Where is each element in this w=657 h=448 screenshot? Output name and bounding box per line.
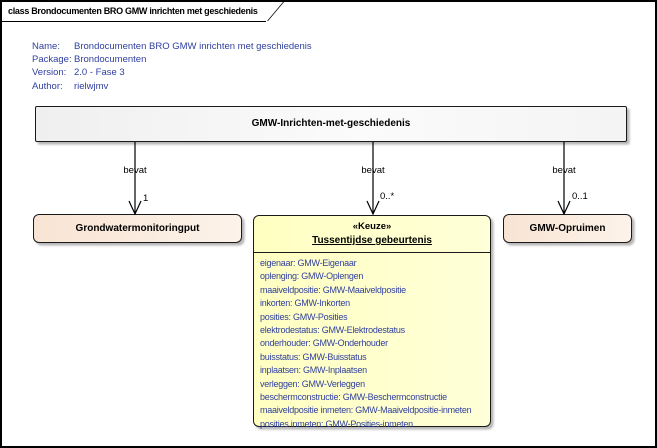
attribute-item: eigenaar: GMW-Eigenaar — [260, 258, 357, 268]
attribute-item: oplenging: GMW-Oplengen — [260, 271, 364, 282]
attribute-item: beschermconstructie: GMW-Beschermconstru… — [260, 391, 447, 402]
connector-multiplicity: 1 — [143, 193, 149, 204]
connector-label: bevat — [552, 165, 576, 176]
attribute-item: maaiveldpositie: GMW-Maaiveldpositie — [260, 284, 406, 295]
diagram-tab-title: class Brondocumenten BRO GMW inrichten m… — [8, 6, 258, 16]
class-box-gmw-inrichten-met-geschiedenis[interactable]: GMW-Inrichten-met-geschiedenis — [35, 106, 627, 142]
connector-multiplicity: 0..* — [380, 191, 395, 202]
attribute-item: inkorten: GMW-Inkorten — [260, 298, 350, 309]
metadata-row-author: Author: rielwjmv — [32, 80, 312, 93]
connector-bevat-right — [557, 142, 571, 216]
class-box-grondwatermonitoringput[interactable]: Grondwatermonitoringput — [33, 214, 242, 243]
connector-multiplicity: 0..1 — [572, 191, 588, 202]
attribute-list: eigenaar: GMW-Eigenaar oplenging: GMW-Op… — [254, 253, 490, 431]
attribute-item: maaiveldpositie inmeten: GMW-Maaiveldpos… — [260, 405, 472, 416]
class-stereotype: «Keuze» — [352, 221, 392, 232]
attribute-item: posities: GMW-Posities — [260, 311, 348, 322]
class-box-title: GMW-Inrichten-met-geschiedenis — [251, 118, 411, 129]
metadata-label: Package: — [32, 54, 72, 66]
metadata-value: Brondocumenten — [74, 54, 147, 66]
metadata-value: Brondocumenten BRO GMW inrichten met ges… — [74, 41, 312, 52]
metadata-label: Name: — [32, 41, 60, 52]
metadata-label: Author: — [32, 80, 63, 92]
attribute-item: onderhouder: GMW-Onderhouder — [260, 338, 388, 349]
attribute-item: verleggen: GMW-Verleggen — [260, 378, 365, 389]
diagram-metadata: Name: Brondocumenten BRO GMW inrichten m… — [32, 40, 312, 93]
connector-bevat-left — [128, 142, 142, 216]
metadata-row-package: Package: Brondocumenten — [32, 53, 312, 66]
metadata-row-name: Name: Brondocumenten BRO GMW inrichten m… — [32, 40, 312, 53]
class-box-gmw-opruimen[interactable]: GMW-Opruimen — [503, 214, 632, 243]
attribute-item: inplaatsen: GMW-Inplaatsen — [260, 365, 367, 376]
class-box-title: Tussentijdse gebeurtenis — [312, 235, 432, 246]
connector-bevat-middle — [366, 142, 380, 216]
class-box-header: «Keuze» Tussentijdse gebeurtenis — [254, 216, 490, 253]
class-box-tussentijdse-gebeurtenis[interactable]: «Keuze» Tussentijdse gebeurtenis eigenaa… — [253, 215, 491, 429]
connector-label: bevat — [123, 165, 147, 176]
metadata-label: Version: — [32, 67, 67, 79]
metadata-row-version: Version: 2.0 - Fase 3 — [32, 66, 312, 79]
class-box-title: Grondwatermonitoringput — [75, 223, 200, 234]
class-box-title: GMW-Opruimen — [529, 223, 606, 234]
attribute-item: buisstatus: GMW-Buisstatus — [260, 351, 367, 362]
connector-label: bevat — [361, 165, 385, 176]
attribute-item: posities inmeten: GMW-Posities-inmeten — [260, 418, 413, 429]
connector-arrows — [128, 142, 571, 216]
metadata-value: 2.0 - Fase 3 — [74, 67, 125, 79]
attribute-item: elektrodestatus: GMW-Elektrodestatus — [260, 324, 405, 335]
diagram-tab: class Brondocumenten BRO GMW inrichten m… — [2, 2, 266, 22]
metadata-value: rielwjmv — [74, 80, 109, 92]
